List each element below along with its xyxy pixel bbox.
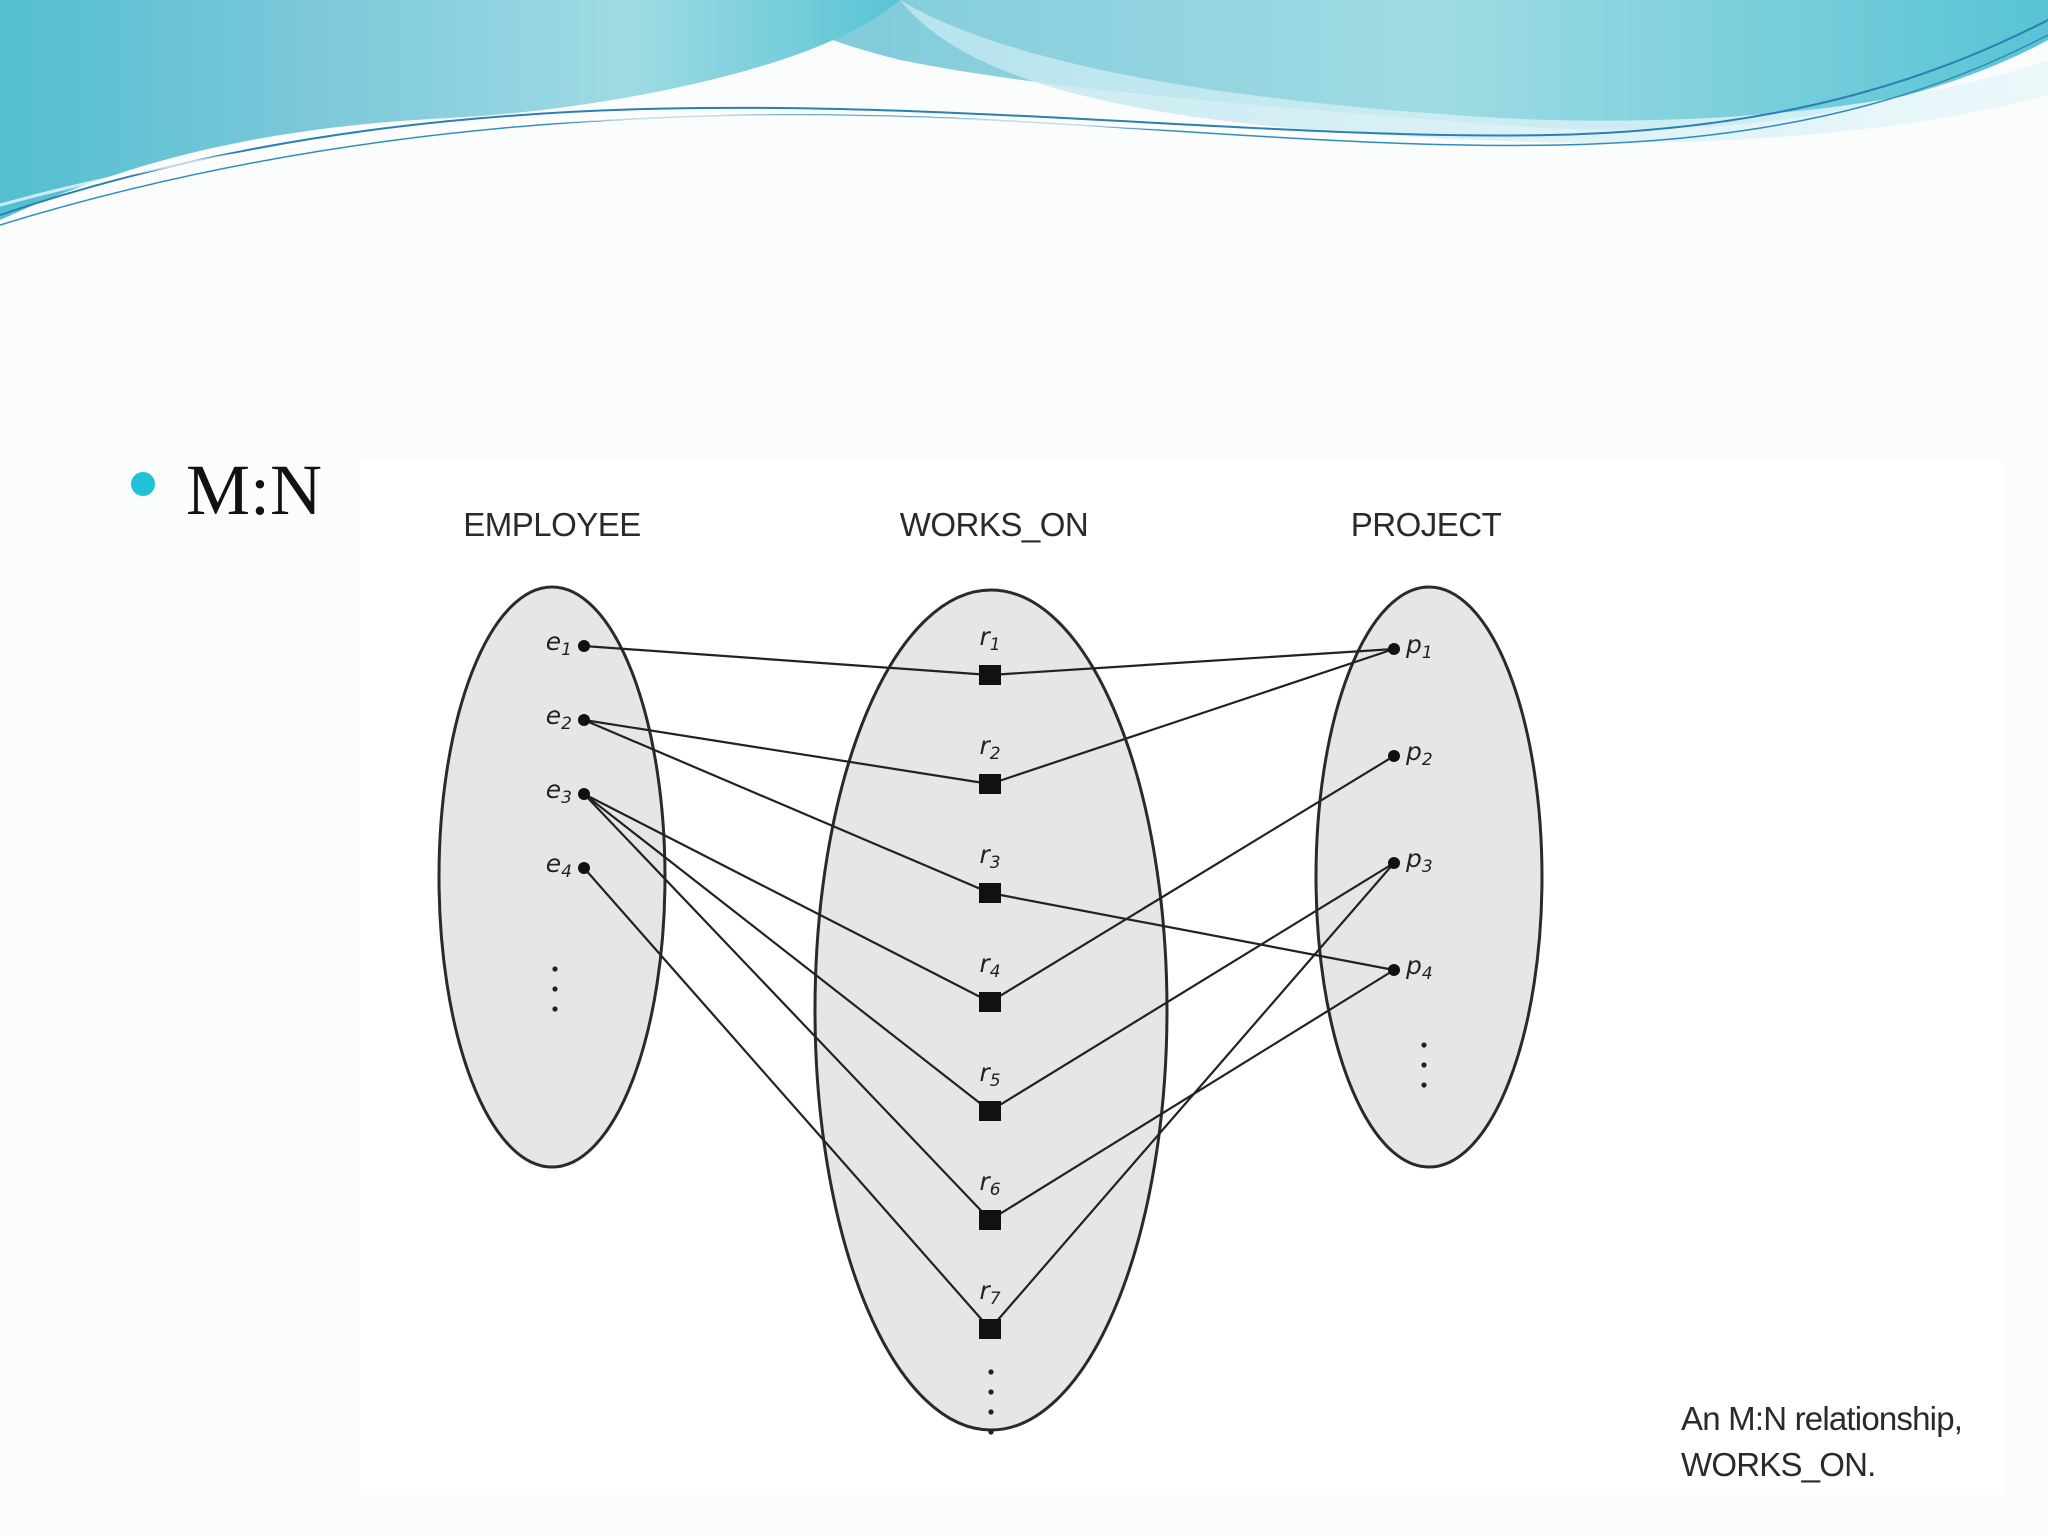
- link-e3-r6: [583, 793, 991, 1221]
- project-label-p4: p4: [1405, 951, 1433, 984]
- employee-label-e1-letter: e: [546, 627, 561, 656]
- works-on-more-dots: [988, 1369, 994, 1435]
- employee-node-e3: [578, 788, 590, 800]
- relationship-label-r7-letter: r: [979, 1276, 991, 1305]
- relationship-label-r2: r2: [979, 731, 1000, 764]
- project-set-title: PROJECT: [1351, 506, 1502, 543]
- link-r5-p3: [989, 862, 1395, 1112]
- relationship-label-r6-subscript: 6: [990, 1180, 1001, 1200]
- project-label-p2-letter: p: [1405, 737, 1422, 766]
- relationship-node-r4: [979, 992, 1001, 1012]
- relationship-node-r3: [979, 883, 1001, 903]
- relationship-label-r4-subscript: 4: [990, 962, 1001, 982]
- employee-label-e3-subscript: 3: [561, 788, 572, 808]
- relationship-label-r1-letter: r: [979, 622, 991, 651]
- relationship-label-r3-letter: r: [979, 840, 991, 869]
- figure-caption-line-2: WORKS_ON.: [1681, 1446, 1876, 1483]
- project-more-dots: [1421, 1042, 1427, 1088]
- relationship-label-r6-letter: r: [979, 1167, 991, 1196]
- project-label-p1-letter: p: [1405, 630, 1422, 659]
- employee-node-e2: [578, 714, 590, 726]
- project-label-p3-letter: p: [1405, 844, 1422, 873]
- employee-node-e1: [578, 640, 590, 652]
- employee-label-e4-letter: e: [546, 849, 561, 878]
- figure-caption-line-1: An M:N relationship,: [1681, 1400, 1962, 1437]
- relationship-node-r1: [979, 665, 1001, 685]
- relationship-label-r4: r4: [979, 949, 1000, 982]
- works-on-diagram: EMPLOYEE WORKS_ON PROJECT e1e2e3e4r1r2r3…: [437, 506, 1963, 1483]
- project-label-p2-subscript: 2: [1422, 750, 1433, 770]
- relationship-label-r1-subscript: 1: [990, 635, 1001, 655]
- project-node-p4: [1388, 964, 1400, 976]
- relationship-label-r7-subscript: 7: [990, 1289, 1001, 1309]
- employee-more-dots: [552, 966, 558, 1012]
- relationship-label-r3: r3: [979, 840, 1000, 873]
- link-e2-r3: [583, 718, 991, 895]
- link-r3-p4: [989, 891, 1395, 972]
- employee-label-e2-letter: e: [546, 701, 561, 730]
- employee-label-e2: e2: [546, 701, 572, 734]
- bullet-dot: [131, 472, 155, 496]
- project-label-p3-subscript: 3: [1422, 857, 1433, 877]
- relationship-label-r6: r6: [979, 1167, 1000, 1200]
- relationship-label-r5-subscript: 5: [990, 1071, 1001, 1091]
- relationship-label-r4-letter: r: [979, 949, 991, 978]
- employee-label-e4-subscript: 4: [561, 862, 572, 882]
- relationship-node-r5: [979, 1101, 1001, 1121]
- employee-label-e3-letter: e: [546, 775, 561, 804]
- link-r7-p3: [989, 862, 1395, 1330]
- project-label-p2: p2: [1405, 737, 1433, 770]
- employee-set-title: EMPLOYEE: [463, 506, 641, 543]
- bullet-text: M:N: [186, 450, 323, 530]
- relationship-node-r6: [979, 1210, 1001, 1230]
- relationship-label-r3-subscript: 3: [990, 853, 1001, 873]
- relationship-node-r7: [979, 1319, 1001, 1339]
- link-e1-r1: [583, 644, 991, 677]
- employee-label-e4: e4: [546, 849, 572, 882]
- employee-label-e1: e1: [546, 627, 572, 660]
- header-wave-decoration: [0, 0, 2048, 226]
- project-node-p2: [1388, 750, 1400, 762]
- relationship-label-r5-letter: r: [979, 1058, 991, 1087]
- relationship-label-r2-letter: r: [979, 731, 991, 760]
- project-set-ellipse: [1314, 585, 1544, 1169]
- employee-set-ellipse: [437, 585, 667, 1169]
- link-r2-p1: [989, 647, 1395, 786]
- link-e3-r5: [583, 793, 991, 1112]
- employee-label-e3: e3: [546, 775, 572, 808]
- project-node-p3: [1388, 857, 1400, 869]
- relationship-label-r1: r1: [979, 622, 1000, 655]
- relationship-links: [583, 644, 1395, 1330]
- link-r1-p1: [989, 647, 1395, 677]
- works-on-set-title: WORKS_ON: [900, 506, 1089, 543]
- project-label-p3: p3: [1405, 844, 1433, 877]
- link-r4-p2: [989, 755, 1395, 1003]
- relationship-label-r5: r5: [979, 1058, 1000, 1091]
- link-e3-r4: [583, 793, 991, 1003]
- project-label-p1: p1: [1405, 630, 1433, 663]
- employee-label-e1-subscript: 1: [561, 640, 572, 660]
- relationship-label-r7: r7: [979, 1276, 1000, 1309]
- employee-node-e4: [578, 862, 590, 874]
- project-label-p1-subscript: 1: [1422, 643, 1433, 663]
- relationship-node-r2: [979, 774, 1001, 794]
- project-node-p1: [1388, 643, 1400, 655]
- project-label-p4-letter: p: [1405, 951, 1422, 980]
- link-e4-r7: [583, 867, 991, 1330]
- project-label-p4-subscript: 4: [1422, 964, 1433, 984]
- link-e2-r2: [583, 718, 991, 786]
- employee-label-e2-subscript: 2: [561, 714, 572, 734]
- relationship-label-r2-subscript: 2: [990, 744, 1001, 764]
